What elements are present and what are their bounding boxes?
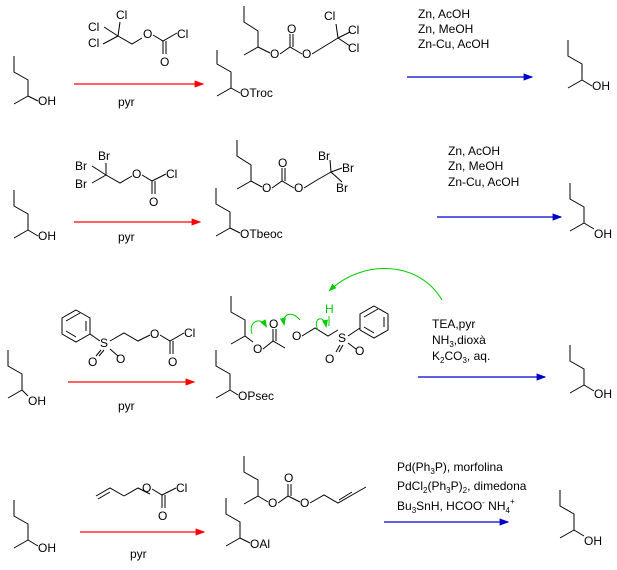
final-oh-3: OH xyxy=(594,387,612,401)
protected-group-label: OTroc xyxy=(240,86,273,100)
start-alcohol-2: OH xyxy=(13,190,56,243)
final-oh-4: OH xyxy=(584,534,602,548)
deprotection-condition: Zn, MeOH xyxy=(448,159,503,173)
row-tbeoc: OH Br Br Br O Cl O pyr O O O Br Br Br xyxy=(13,140,612,244)
product-cl-label: Cl xyxy=(348,23,359,37)
reagent-cl-label: Cl xyxy=(176,481,187,495)
reagent-cl-label: Cl xyxy=(116,8,127,22)
deprotection-condition: TEA,pyr xyxy=(432,317,475,331)
start-alcohol-1: OH xyxy=(13,56,56,108)
tbeoc-carbonate-product: O O O Br Br Br xyxy=(236,140,354,195)
product-o-label: O xyxy=(253,342,262,356)
alloc-carbonate-product: O O O xyxy=(243,456,367,510)
deprotection-condition: Zn, MeOH xyxy=(418,22,473,36)
product-br-label: Br xyxy=(342,161,354,175)
reagent-o-label: O xyxy=(160,55,169,69)
product-o-label: O xyxy=(287,22,296,36)
start-oh-2: OH xyxy=(38,229,56,243)
protected-alcohol-3: OPsec xyxy=(215,350,274,403)
deprotection-condition: Pd(Ph3P), morfolina xyxy=(397,460,503,476)
reagent-br-label: Br xyxy=(75,177,87,191)
row-troc: OH Cl Cl Cl O Cl O pyr O O O Cl Cl Cl xyxy=(13,6,610,109)
start-alcohol-3: OH xyxy=(7,350,46,408)
psec-chloride: S O O O Cl O xyxy=(61,309,195,369)
product-cl-label: Cl xyxy=(324,9,335,23)
conditions-pyr-4: pyr xyxy=(130,547,147,561)
start-alcohol-4: OH xyxy=(13,500,56,555)
phenyl-ring xyxy=(61,309,91,343)
reagent-cl-label: Cl xyxy=(166,167,177,181)
reagent-o-label: O xyxy=(116,352,125,366)
product-o-label: O xyxy=(292,329,301,343)
reagent-cl-label: Cl xyxy=(184,326,195,340)
protected-group-label: OAl xyxy=(250,537,270,551)
product-h-label: H xyxy=(325,302,334,316)
start-oh-1: OH xyxy=(38,94,56,108)
conditions-pyr-3: pyr xyxy=(118,399,135,413)
final-alcohol-2: OH xyxy=(569,183,612,241)
deprotection-condition: Zn-Cu, AcOH xyxy=(448,175,519,189)
start-oh-3: OH xyxy=(28,394,46,408)
alloc-chloride: O Cl O xyxy=(95,481,187,523)
product-o-label: O xyxy=(284,471,293,485)
reagent-cl-label: Cl xyxy=(177,27,188,41)
product-s-label: S xyxy=(338,331,346,345)
product-o-label: O xyxy=(355,344,364,358)
product-o-label: O xyxy=(262,181,271,195)
deprotection-condition: Bu3SnH, HCOO- NH4+ xyxy=(397,497,515,515)
reagent-s-label: S xyxy=(100,336,108,350)
troc-chloride: Cl Cl Cl O Cl O xyxy=(88,8,188,69)
reagent-br-label: Br xyxy=(75,159,87,173)
deprotection-condition: Zn-Cu, AcOH xyxy=(418,37,489,51)
reagent-cl-label: Cl xyxy=(88,20,99,34)
deprotection-condition: NH3,dioxà xyxy=(432,333,486,349)
protected-alcohol-2: OTbeoc xyxy=(215,188,283,241)
final-oh-1: OH xyxy=(592,79,610,93)
final-alcohol-1: OH xyxy=(567,40,610,93)
reagent-o-label: O xyxy=(142,481,151,495)
final-alcohol-3: OH xyxy=(569,345,612,401)
product-o-label: O xyxy=(278,156,287,170)
final-alcohol-4: OH xyxy=(559,490,602,548)
protected-group-label: OTbeoc xyxy=(240,227,283,241)
product-o-label: O xyxy=(268,496,277,510)
start-oh-4: OH xyxy=(38,541,56,555)
protected-alcohol-4: OAl xyxy=(225,498,270,551)
reagent-cl-label: Cl xyxy=(88,36,99,50)
product-cl-label: Cl xyxy=(348,41,359,55)
product-o-label: O xyxy=(270,47,279,61)
tbeoc-chloride: Br Br Br O Cl O xyxy=(75,149,177,209)
conditions-pyr-1: pyr xyxy=(118,95,135,109)
reagent-o-label: O xyxy=(168,355,177,369)
psec-carbonate-product: O O O H S O O xyxy=(230,296,389,366)
reagent-br-label: Br xyxy=(98,149,110,163)
deprotection-condition: Zn, AcOH xyxy=(448,144,500,158)
product-o-label: O xyxy=(325,352,334,366)
phenyl-ring xyxy=(359,305,389,339)
protected-group-label: OPsec xyxy=(238,389,274,403)
conditions-pyr-2: pyr xyxy=(118,230,135,244)
product-o-label: O xyxy=(302,47,311,61)
troc-carbonate-product: O O O Cl Cl Cl xyxy=(243,6,359,61)
reagent-o-label: O xyxy=(132,167,141,181)
reagent-o-label: O xyxy=(158,509,167,523)
product-br-label: Br xyxy=(318,149,330,163)
row-alloc: OH O Cl O pyr O O O OAl Pd(Ph3P), morfol… xyxy=(13,456,602,561)
deprotection-condition: K2CO3, aq. xyxy=(432,349,490,365)
product-o-label: O xyxy=(294,181,303,195)
mechanism-arrows xyxy=(250,268,443,335)
product-o-label: O xyxy=(300,496,309,510)
product-o-label: O xyxy=(269,317,278,331)
deprotection-condition: Zn, AcOH xyxy=(418,7,470,21)
reagent-o-label: O xyxy=(149,195,158,209)
reagent-o-label: O xyxy=(88,355,97,369)
row-psec: OH S O O O Cl O pyr O O O H xyxy=(7,268,612,413)
protected-alcohol-1: OTroc xyxy=(216,50,273,100)
deprotection-condition: PdCl2(Ph3P)2, dimedona xyxy=(397,479,527,495)
final-oh-2: OH xyxy=(594,227,612,241)
product-br-label: Br xyxy=(336,181,348,195)
reagent-o-label: O xyxy=(150,327,159,341)
reagent-o-label: O xyxy=(143,27,152,41)
